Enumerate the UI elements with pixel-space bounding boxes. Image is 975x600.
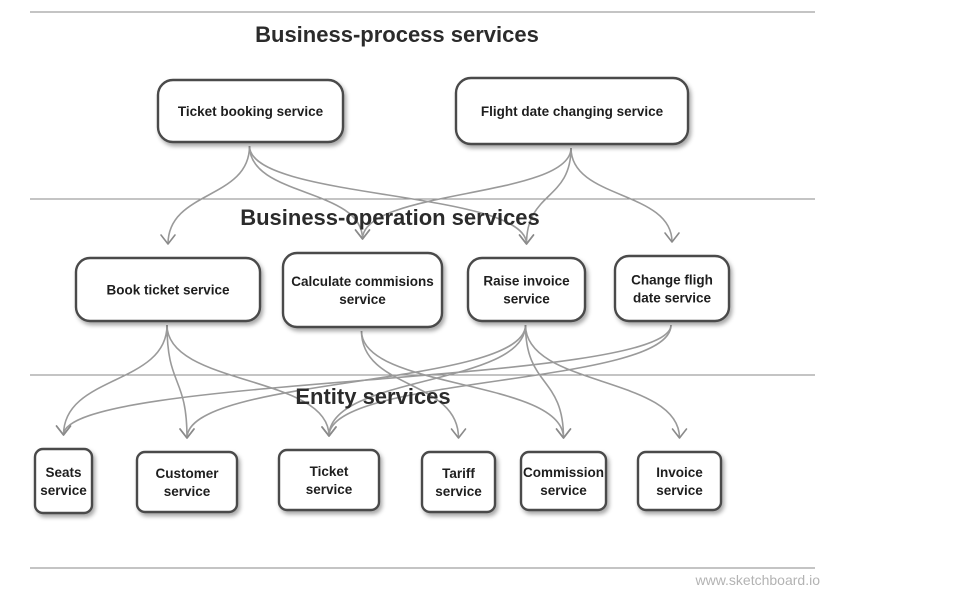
node-label: Tariff [442,466,475,481]
node-box [519,450,608,512]
edge-flight-date-changing-to-raise-invoice [525,147,572,245]
node-invoice[interactable]: Invoice service [636,450,723,512]
node-label: Commission [523,465,604,480]
section-titles: Business-process services Business-opera… [240,22,540,409]
node-label: Seats [45,465,81,480]
node-commission[interactable]: Commission service [519,450,608,512]
node-label: Customer [155,466,219,481]
node-seats[interactable]: Seats service [33,447,94,515]
section-title-operation: Business-operation services [240,205,540,230]
node-box [277,448,381,512]
arrowhead-icon [555,428,572,439]
node-label: Invoice [656,465,703,480]
node-label: service [339,292,386,307]
node-label: service [164,484,211,499]
node-box [281,251,444,329]
node-label: Change fligh [631,273,713,288]
node-label: Ticket booking service [178,104,324,119]
node-label: service [656,483,703,498]
node-box [420,450,497,514]
node-tariff[interactable]: Tariff service [420,450,497,514]
edge-book-ticket-to-ticket [166,324,330,437]
node-label: Raise invoice [483,274,570,289]
node-label: Ticket [310,464,349,479]
node-label: Flight date changing service [481,104,664,119]
node-box [466,256,587,323]
arrowhead-icon [664,232,680,243]
node-label: service [435,484,482,499]
edge-flight-date-changing-to-change-flight-date [570,147,673,243]
node-customer[interactable]: Customer service [135,450,239,514]
node-label: service [306,482,353,497]
node-label: date service [633,291,712,306]
arrowhead-icon [321,426,337,437]
arrowhead-icon [671,428,688,439]
section-title-process: Business-process services [255,22,539,47]
arrowhead-icon [354,229,371,240]
node-box [135,450,239,514]
arrowhead-icon [518,234,535,245]
node-label: Book ticket service [106,283,230,298]
edge-raise-invoice-to-commission [524,324,565,439]
arrowhead-icon [160,234,176,245]
node-book-ticket[interactable]: Book ticket service [74,256,262,323]
node-calculate-commisions[interactable]: Calculate commisions service [281,251,444,329]
section-title-entity: Entity services [295,384,450,409]
service-nodes: Ticket booking service Flight date changi… [33,76,731,515]
node-label: service [503,292,550,307]
edge-book-ticket-to-customer [166,324,188,439]
arrowhead-icon [55,425,72,436]
node-label: service [40,483,87,498]
edge-ticket-booking-to-raise-invoice [248,145,528,245]
arrowhead-icon [450,428,467,439]
node-box [613,254,731,323]
node-ticket-booking[interactable]: Ticket booking service [156,78,345,144]
node-label: service [540,483,587,498]
edge-book-ticket-to-seats [62,324,168,436]
node-ticket[interactable]: Ticket service [277,448,381,512]
node-box [74,256,262,323]
arrowhead-icon [179,428,195,439]
node-label: Calculate commisions [291,274,434,289]
edge-ticket-booking-to-book-ticket [167,145,251,245]
node-box [636,450,723,512]
node-box [454,76,690,146]
node-raise-invoice[interactable]: Raise invoice service [466,256,587,323]
dependency-edges [55,145,688,439]
watermark-text: www.sketchboard.io [694,572,820,588]
edge-flight-date-changing-to-calculate-commisions [361,147,572,240]
node-box [33,447,94,515]
edge-ticket-booking-to-calculate-commisions [248,145,364,240]
edge-raise-invoice-to-invoice [524,324,681,439]
edge-change-flight-date-to-seats [62,324,672,436]
edge-raise-invoice-to-ticket [328,324,527,437]
node-box [156,78,345,144]
edge-change-flight-date-to-ticket [328,324,672,437]
node-change-flight-date[interactable]: Change fligh date service [613,254,731,323]
edge-calculate-commisions-to-commission [360,330,565,439]
node-flight-date-changing[interactable]: Flight date changing service [454,76,690,146]
